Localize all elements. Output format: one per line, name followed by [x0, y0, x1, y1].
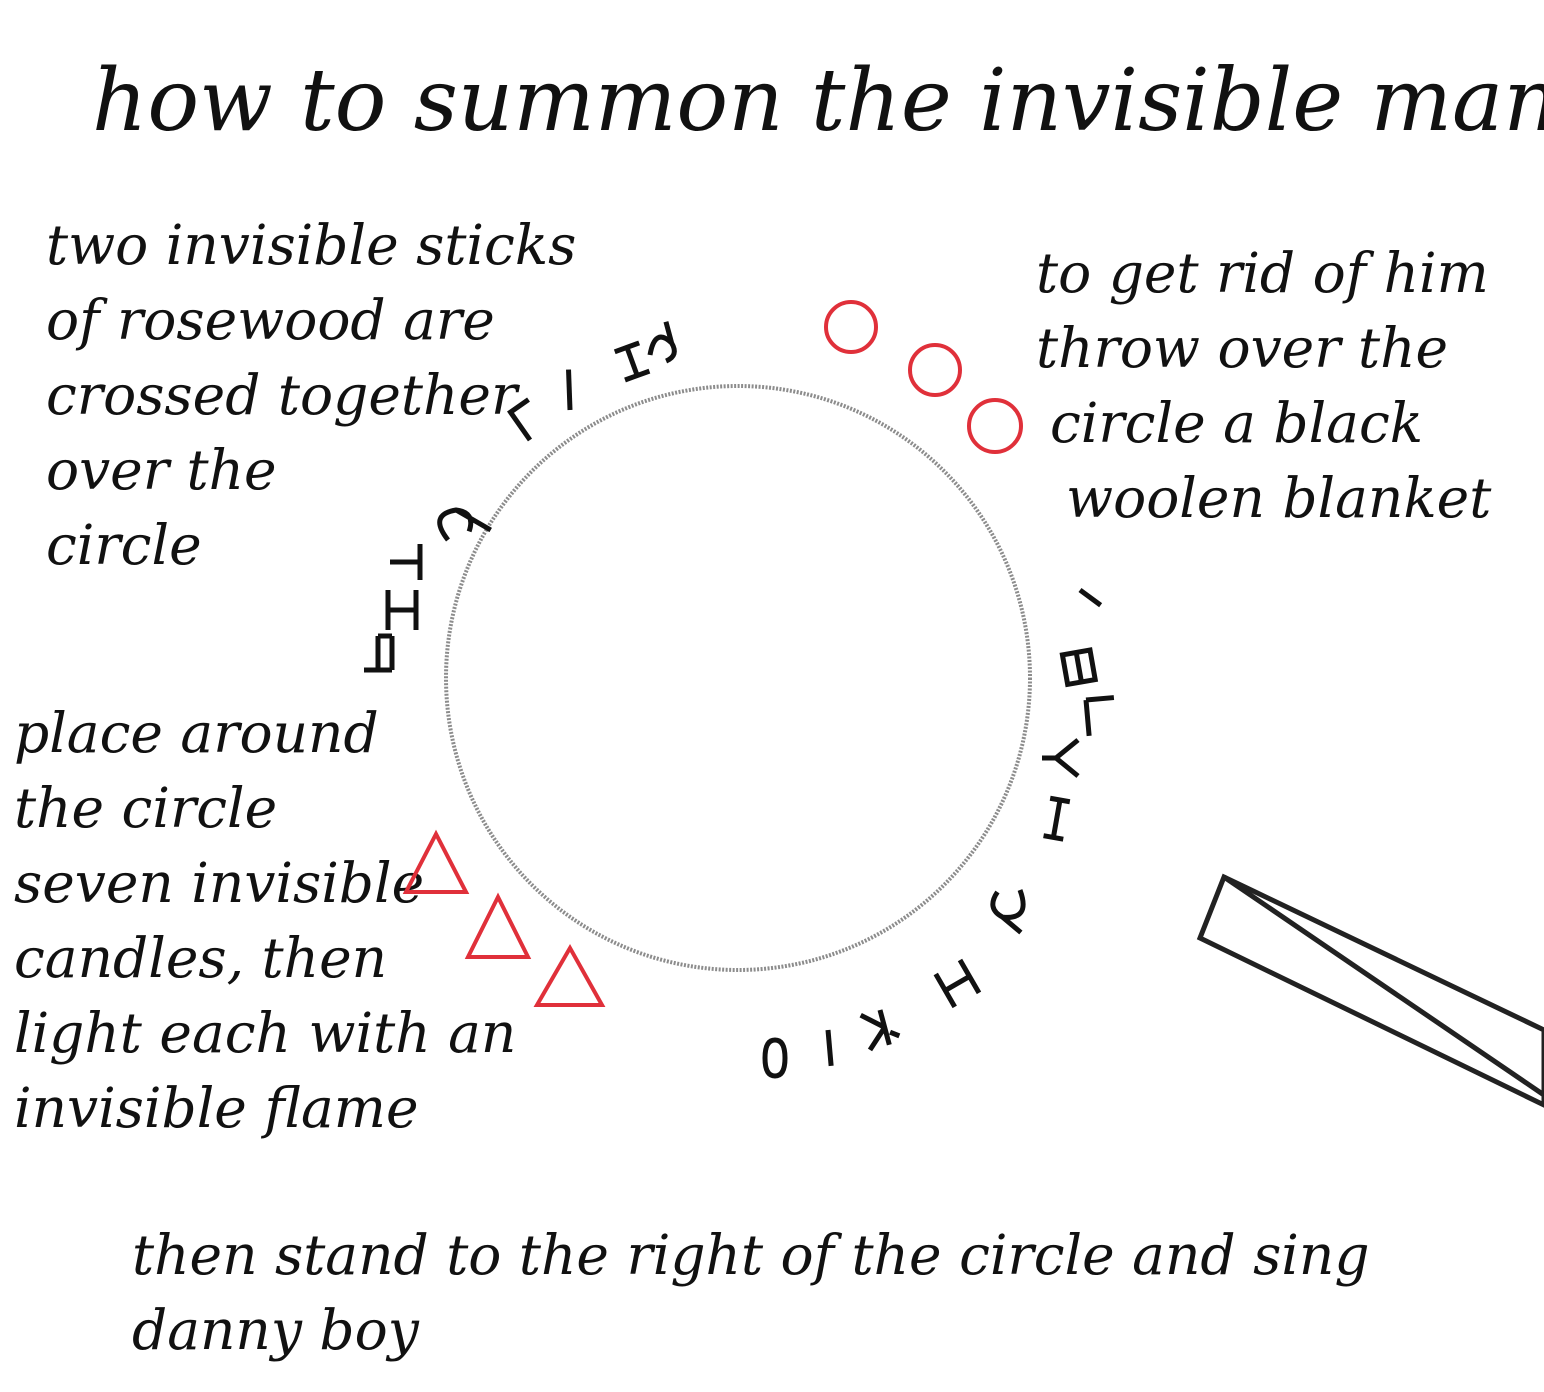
- stick-outline: [1196, 873, 1544, 1108]
- note-line: circle a black: [1050, 391, 1424, 455]
- stick-cross-line: [1222, 874, 1544, 1098]
- red-circle-mark: [824, 300, 878, 354]
- diagram-title: how to summon the invisible man: [92, 51, 1544, 151]
- crossed-stick: [1196, 873, 1544, 1108]
- note-line: crossed together: [46, 363, 518, 427]
- note-line: light each with an: [14, 1001, 517, 1065]
- note-line: the circle: [14, 776, 278, 840]
- note-rosewood-sticks: two invisible sticks of rosewood are cro…: [46, 208, 576, 583]
- note-line: of rosewood are: [46, 288, 495, 352]
- note-line: seven invisible: [14, 851, 425, 915]
- candle-triangle: [533, 943, 606, 1007]
- red-circle-mark: [908, 343, 962, 397]
- note-sing-danny-boy: then stand to the right of the circle an…: [132, 1218, 1370, 1368]
- note-line: place around: [14, 701, 379, 765]
- note-black-blanket: to get rid of him throw over the circle …: [1036, 236, 1491, 536]
- note-seven-candles: place around the circle seven invisible …: [14, 696, 516, 1146]
- note-line: two invisible sticks: [46, 213, 577, 277]
- note-line: throw over the: [1036, 316, 1449, 380]
- note-line: candles, then: [14, 926, 388, 990]
- red-circle-mark: [967, 398, 1023, 454]
- note-line: danny boy: [132, 1298, 419, 1362]
- note-line: invisible flame: [14, 1076, 419, 1140]
- note-line: over the: [46, 438, 277, 502]
- note-line: then stand to the right of the circle an…: [132, 1223, 1370, 1287]
- note-line: to get rid of him: [1036, 241, 1489, 305]
- note-line: woolen blanket: [1066, 466, 1492, 530]
- red-circle-marks: [824, 300, 1023, 454]
- note-line: circle: [46, 513, 202, 577]
